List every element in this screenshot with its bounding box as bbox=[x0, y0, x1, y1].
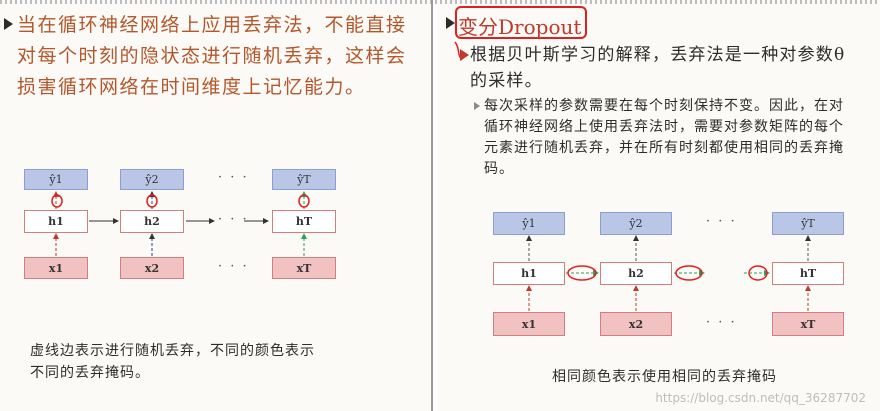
ellipsis-x: · · · bbox=[706, 315, 737, 330]
hidden-node-h1: h1 bbox=[24, 210, 88, 233]
watermark: https://blog.csdn.net/qq_36287702 bbox=[655, 391, 866, 405]
output-node-y2: ŷ2 bbox=[120, 169, 184, 190]
bullet-triangle-icon bbox=[460, 49, 469, 61]
bullet-triangle-icon bbox=[4, 18, 13, 30]
top-dotted-border bbox=[0, 0, 880, 4]
bullet-triangle-icon bbox=[446, 17, 455, 29]
slide-divider bbox=[431, 0, 433, 411]
red-annotation-circle bbox=[455, 6, 587, 39]
ellipsis-x: · · · bbox=[218, 259, 249, 274]
input-node-x2: x2 bbox=[600, 312, 672, 336]
hidden-node-h2: h2 bbox=[600, 262, 672, 285]
ellipsis-y: · · · bbox=[218, 170, 249, 185]
ellipsis-y: · · · bbox=[706, 214, 737, 229]
slide-title: 变分Dropout bbox=[458, 15, 582, 39]
sub-bullet-icon bbox=[474, 102, 480, 110]
ellipsis-h: · · · bbox=[218, 212, 249, 227]
output-node-y2: ŷ2 bbox=[600, 212, 672, 235]
input-node-xT: xT bbox=[772, 312, 844, 336]
hidden-node-h1: h1 bbox=[493, 262, 565, 285]
hidden-node-hT: hT bbox=[272, 210, 336, 233]
output-node-yT: ŷT bbox=[772, 212, 844, 235]
left-paragraph: 当在循环神经网络上应用丢弃法，不能直接对每个时刻的隐状态进行随机丢弃，这样会损害… bbox=[17, 14, 407, 98]
right-slide-panel bbox=[437, 0, 880, 411]
left-caption-line1: 虚线边表示进行随机丢弃，不同的颜色表示 bbox=[30, 343, 315, 359]
input-node-x1: x1 bbox=[24, 257, 88, 279]
hidden-node-hT: hT bbox=[772, 262, 844, 285]
left-slide-panel bbox=[0, 0, 430, 411]
input-node-x1: x1 bbox=[493, 312, 565, 336]
left-caption-line2: 不同的丢弃掩码。 bbox=[30, 365, 150, 381]
right-caption: 相同颜色表示使用相同的丢弃掩码 bbox=[552, 369, 777, 385]
output-node-y1: ŷ1 bbox=[24, 169, 88, 190]
hidden-node-h2: h2 bbox=[120, 210, 184, 233]
output-node-yT: ŷT bbox=[272, 169, 336, 190]
right-paragraph: 根据贝叶斯学习的解释，丢弃法是一种对参数θ的采样。 bbox=[470, 45, 846, 91]
input-node-xT: xT bbox=[272, 257, 336, 279]
input-node-x2: x2 bbox=[120, 257, 184, 279]
output-node-y1: ŷ1 bbox=[493, 212, 565, 235]
right-sub-paragraph: 每次采样的参数需要在每个时刻保持不变。因此，在对循环神经网络上使用丢弃法时，需要… bbox=[484, 98, 844, 177]
